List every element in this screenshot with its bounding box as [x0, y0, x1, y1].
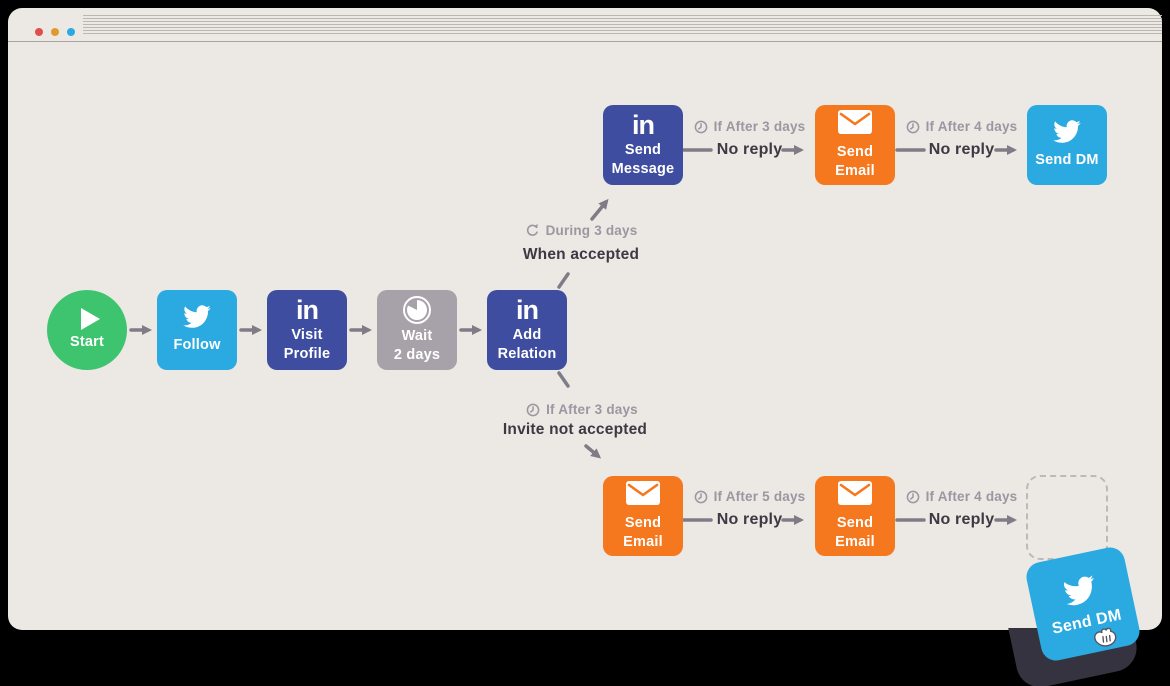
branch-not-accepted-condition: If After 3 days	[517, 402, 647, 417]
node-start[interactable]: Start	[47, 290, 127, 370]
linkedin-icon: in	[632, 109, 655, 140]
titlebar-lines-decoration	[83, 15, 1162, 35]
node-follow[interactable]: Follow	[157, 290, 237, 370]
traffic-light-close-icon[interactable]	[35, 28, 43, 36]
clock-icon	[526, 403, 540, 416]
branch-accepted-condition: During 3 days	[516, 223, 646, 238]
dragged-node-send-dm[interactable]: Send DM	[1023, 544, 1143, 664]
envelope-icon	[837, 480, 873, 511]
drop-placeholder[interactable]	[1026, 475, 1108, 560]
branch-not-accepted-label: Invite not accepted	[502, 421, 648, 438]
node-label: Follow	[173, 337, 221, 353]
node-label: Send DM	[1035, 152, 1099, 168]
traffic-light-expand-icon[interactable]	[67, 28, 75, 36]
play-icon	[80, 308, 100, 330]
twitter-icon	[1053, 120, 1081, 143]
timer-icon	[403, 295, 431, 324]
connector-top1-condition: If After 3 days	[684, 119, 815, 134]
grab-hand-cursor-icon	[1088, 618, 1123, 657]
clock-icon	[694, 120, 707, 133]
connector-top2-condition: If After 4 days	[896, 119, 1027, 134]
node-label: Start	[69, 334, 105, 350]
clock-icon	[694, 490, 707, 503]
linkedin-icon: in	[296, 294, 319, 325]
twitter-icon	[1062, 574, 1099, 607]
node-send-dm[interactable]: Send DM	[1027, 105, 1107, 185]
browser-titlebar	[8, 8, 1162, 42]
envelope-icon	[837, 109, 873, 140]
connector-bottom1-condition: If After 5 days	[684, 489, 815, 504]
connector-top1-result: No reply	[716, 141, 783, 158]
clock-icon	[906, 120, 919, 133]
branch-accepted-label: When accepted	[522, 246, 640, 263]
connector-top2-result: No reply	[928, 141, 995, 158]
twitter-icon	[183, 305, 211, 328]
connector-bottom1-result: No reply	[716, 511, 783, 528]
connector-bottom2-condition: If After 4 days	[896, 489, 1027, 504]
traffic-light-minimize-icon[interactable]	[51, 28, 59, 36]
linkedin-icon: in	[516, 294, 539, 325]
clock-icon	[906, 490, 919, 503]
envelope-icon	[625, 480, 661, 511]
connector-bottom2-result: No reply	[928, 511, 995, 528]
cycle-icon	[526, 224, 538, 236]
